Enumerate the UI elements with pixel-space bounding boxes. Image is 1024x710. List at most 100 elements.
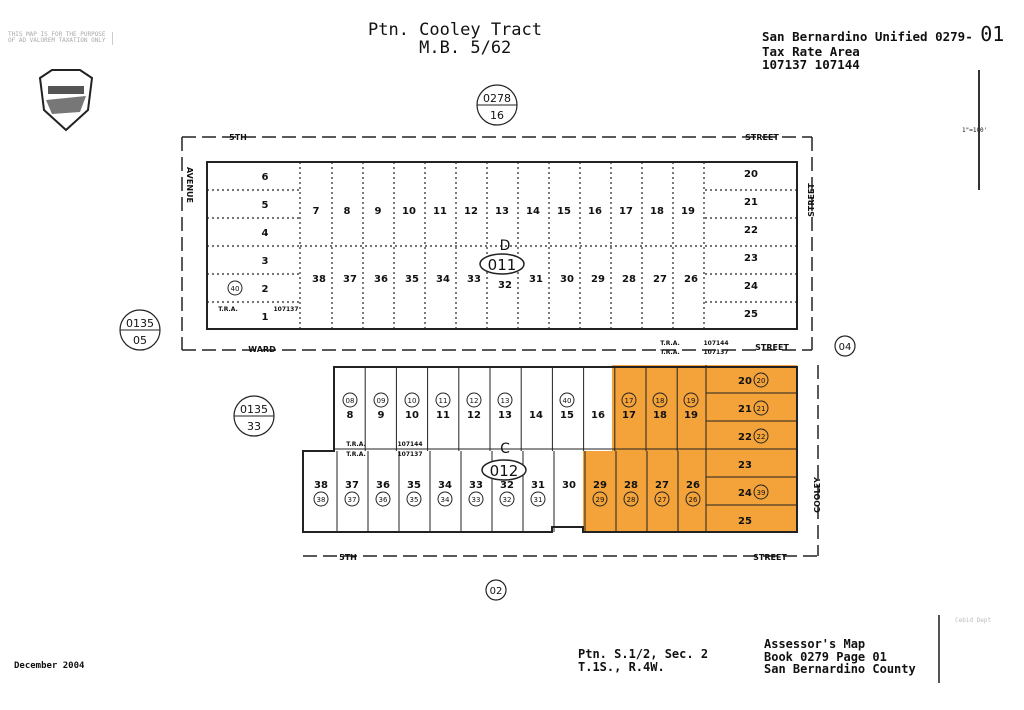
lot-label: 31 xyxy=(529,274,543,285)
lot-label: 21 xyxy=(738,404,752,415)
sub-parcel-number-circle xyxy=(437,491,453,507)
scale-label: 1"=100' xyxy=(962,127,988,134)
lot-label: 8 xyxy=(347,410,354,421)
lot-label: 18 xyxy=(650,206,664,217)
lot-label: 32 xyxy=(500,480,514,491)
street-cooley: COOLEY xyxy=(813,477,822,513)
sub-parcel-number-circle xyxy=(375,491,391,507)
sub-parcel-number-circle xyxy=(466,392,482,408)
lot-label: 36 xyxy=(376,480,390,491)
lot-label: 14 xyxy=(529,410,543,421)
sub-parcel-number: 28 xyxy=(627,496,636,504)
sub-parcel-number-circle xyxy=(404,392,420,408)
lot-label: 20 xyxy=(744,169,758,180)
tra-mark: T.R.A. xyxy=(218,306,238,313)
sub-parcel-number-circle xyxy=(685,491,701,507)
map-ref-left-lower: 33 xyxy=(247,420,261,433)
lot-label: 37 xyxy=(343,274,357,285)
page-number: 01 xyxy=(980,22,1005,46)
lot-label: 14 xyxy=(526,206,540,217)
sub-parcel-number: 35 xyxy=(410,496,419,504)
sub-parcel-number: 22 xyxy=(757,433,766,441)
sub-parcel-number-circle xyxy=(592,491,608,507)
lot-label: 29 xyxy=(593,480,607,491)
map-ref-bottom-circle xyxy=(485,579,507,601)
tra-mark: 107137 xyxy=(703,349,728,356)
lot-label: 2 xyxy=(262,284,269,295)
sub-parcel-number-circle xyxy=(753,484,769,500)
sub-parcel-number-circle xyxy=(683,392,699,408)
sub-parcel-number: 11 xyxy=(439,397,448,405)
sub-parcel-number: 36 xyxy=(379,496,388,504)
sub-parcel-number: 13 xyxy=(501,397,510,405)
lot-label: 37 xyxy=(345,480,359,491)
map-ref-left-upper: 05 xyxy=(133,334,147,347)
sub-parcel-number-circle xyxy=(499,491,515,507)
sub-parcel-number: 08 xyxy=(346,397,355,405)
lot-label: 36 xyxy=(374,274,388,285)
lot-label: 32 xyxy=(498,280,512,291)
lot-label: 23 xyxy=(738,460,752,471)
lot-label: 22 xyxy=(738,432,752,443)
lot-label: 31 xyxy=(531,480,545,491)
sub-parcel-number-circle xyxy=(530,491,546,507)
sub-parcel-number: 39 xyxy=(757,489,766,497)
book-number: 011 xyxy=(488,256,517,274)
lot-label: 30 xyxy=(560,274,574,285)
tra-mark: T.R.A. xyxy=(660,349,680,356)
lot-label: 13 xyxy=(498,410,512,421)
sub-parcel-number: 29 xyxy=(596,496,605,504)
lot-label: 19 xyxy=(684,410,698,421)
lot-label: 17 xyxy=(619,206,633,217)
sub-parcel-number: 18 xyxy=(656,397,665,405)
street-5th-south: 5TH xyxy=(339,553,357,562)
book-number-outline xyxy=(479,253,525,275)
lot-label: 11 xyxy=(436,410,450,421)
map-ref-right: 04 xyxy=(839,342,852,353)
map-date: December 2004 xyxy=(14,661,85,671)
sub-parcel-number-circle xyxy=(373,392,389,408)
map-ref-top: 16 xyxy=(490,109,504,122)
lot-label: 10 xyxy=(405,410,419,421)
sub-parcel-number: 12 xyxy=(470,397,479,405)
dept-stamp: Cebid Dept xyxy=(955,617,992,624)
sub-parcel-number-circle xyxy=(652,392,668,408)
sub-parcel-number: 40 xyxy=(231,285,240,293)
lot-label: 19 xyxy=(681,206,695,217)
sub-parcel-number: 34 xyxy=(441,496,450,504)
street-5th-north: 5TH xyxy=(229,133,247,142)
lot-label: 15 xyxy=(560,410,574,421)
street-label: STREET xyxy=(807,183,816,217)
lot-label: 13 xyxy=(495,206,509,217)
sub-parcel-number-circle xyxy=(623,491,639,507)
lot-label: 33 xyxy=(467,274,481,285)
sub-parcel-number-circle xyxy=(344,491,360,507)
lot-label: 38 xyxy=(312,274,326,285)
sub-parcel-number: 19 xyxy=(687,397,696,405)
sub-parcel-number: 33 xyxy=(472,496,481,504)
sub-parcel-number-circle xyxy=(435,392,451,408)
map-title: Ptn. Cooley Tract M.B. 5/62 xyxy=(368,20,542,58)
lot-label: 4 xyxy=(262,228,269,239)
sub-parcel-number-circle xyxy=(559,392,575,408)
sub-parcel-number-circle xyxy=(654,491,670,507)
map-ref-left-upper: 0135 xyxy=(126,317,154,330)
sub-parcel-number-circle xyxy=(753,428,769,444)
sub-parcel-number-circle xyxy=(313,491,329,507)
block-letter: D xyxy=(500,238,511,254)
lot-label: 22 xyxy=(744,225,758,236)
sub-parcel-number: 27 xyxy=(658,496,667,504)
sub-parcel-number: 38 xyxy=(317,496,326,504)
sub-parcel-number: 37 xyxy=(348,496,357,504)
sub-parcel-number-circle xyxy=(621,392,637,408)
lot-label: 38 xyxy=(314,480,328,491)
lot-label: 26 xyxy=(684,274,698,285)
sub-parcel-number: 09 xyxy=(377,397,386,405)
sub-parcel-number: 32 xyxy=(503,496,512,504)
lot-label: 8 xyxy=(344,206,351,217)
lot-label: 18 xyxy=(653,410,667,421)
sub-parcel-number: 26 xyxy=(689,496,698,504)
lot-label: 15 xyxy=(557,206,571,217)
